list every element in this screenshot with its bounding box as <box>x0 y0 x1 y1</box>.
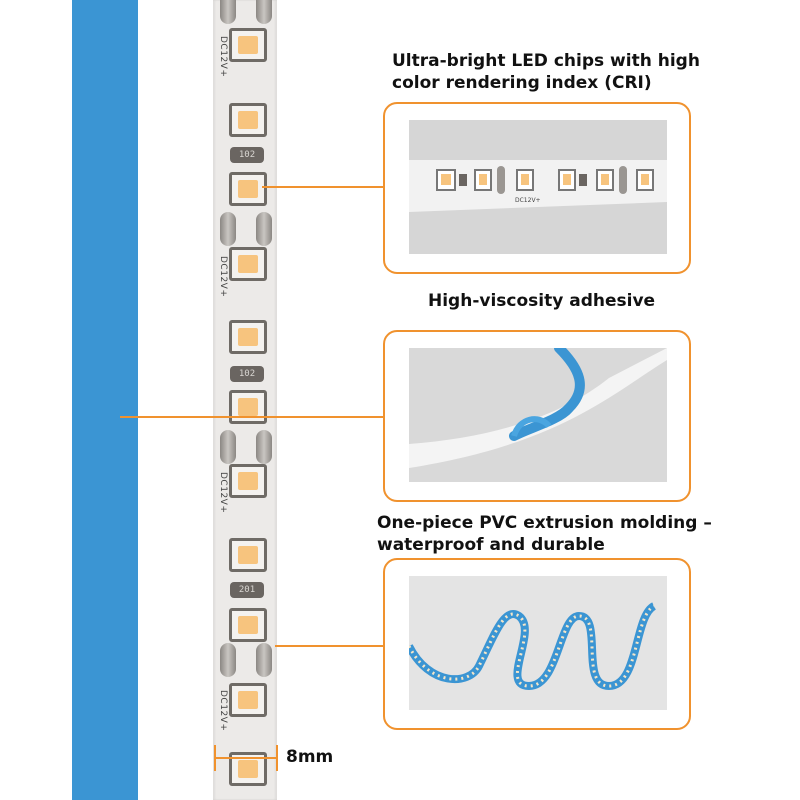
solder-pad <box>220 643 236 677</box>
solder-pad <box>220 430 236 464</box>
led-chip <box>229 28 267 62</box>
dimension-tick <box>276 745 278 771</box>
voltage-marking: DC12V+ <box>218 690 228 732</box>
feature-title-line: High-viscosity adhesive <box>428 291 656 311</box>
feature-title-line: Ultra-bright LED chips with high <box>392 51 700 71</box>
solder-pad <box>220 0 236 24</box>
resistor: 102 <box>230 366 264 382</box>
adhesive-photo <box>409 348 667 482</box>
led-chip <box>229 464 267 498</box>
feature-title-line: color rendering index (CRI) <box>392 73 652 93</box>
solder-pad <box>256 212 272 246</box>
spiral-strip-image <box>409 576 667 710</box>
solder-pad <box>256 643 272 677</box>
dimension-label: 8mm <box>286 747 334 767</box>
feature-title-pvc: One-piece PVC extrusion molding – waterp… <box>377 512 712 556</box>
led-chip <box>229 683 267 717</box>
led-chip <box>229 247 267 281</box>
voltage-marking: DC12V+ <box>218 256 228 298</box>
adhesive-backing-tape <box>72 0 138 800</box>
dimension-line <box>215 757 277 759</box>
callout-line <box>262 186 384 188</box>
feature-title-adhesive: High-viscosity adhesive <box>428 290 655 312</box>
led-chip <box>229 608 267 642</box>
led-closeup-photo: DC12V+ <box>409 120 667 254</box>
voltage-marking: DC12V+ <box>218 472 228 514</box>
photo-voltage-text: DC12V+ <box>515 197 541 204</box>
spiral-strip-photo <box>409 576 667 710</box>
voltage-marking: DC12V+ <box>218 36 228 78</box>
callout-line <box>275 645 384 647</box>
resistor: 201 <box>230 582 264 598</box>
callout-line <box>120 416 384 418</box>
resistor: 102 <box>230 147 264 163</box>
feature-photo-frame: DC12V+ <box>383 102 691 274</box>
solder-pad <box>256 0 272 24</box>
led-chip <box>229 320 267 354</box>
led-closeup-image: DC12V+ <box>409 120 667 254</box>
adhesive-image <box>409 348 667 482</box>
feature-title-line: One-piece PVC extrusion molding – <box>377 513 712 533</box>
led-chip <box>229 103 267 137</box>
feature-photo-frame <box>383 558 691 730</box>
feature-title-line: waterproof and durable <box>377 535 605 555</box>
dimension-tick <box>214 745 216 771</box>
led-chip <box>229 538 267 572</box>
led-chip <box>229 172 267 206</box>
solder-pad <box>220 212 236 246</box>
feature-title-cri: Ultra-bright LED chips with high color r… <box>392 50 700 94</box>
feature-photo-frame <box>383 330 691 502</box>
led-chip <box>229 390 267 424</box>
solder-pad <box>256 430 272 464</box>
